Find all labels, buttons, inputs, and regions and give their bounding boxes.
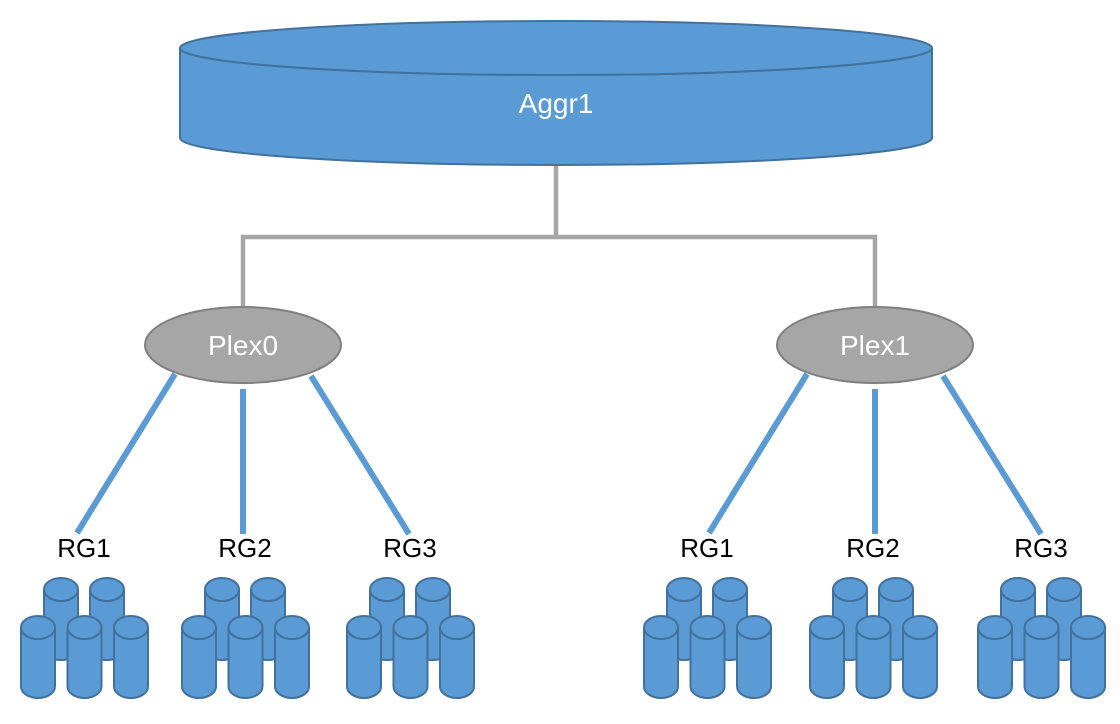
plex0-rg-connectors <box>74 372 412 536</box>
rg-label-plex1-rg3: RG3 <box>1014 533 1067 563</box>
plex0-ellipse <box>144 306 342 384</box>
connector-plex1-rg3 <box>940 374 1044 536</box>
rg-label-plex1-rg1: RG1 <box>680 533 733 563</box>
disk-group-plex1-rg3 <box>978 578 1105 698</box>
plex1-ellipse <box>776 306 974 384</box>
disk-group-plex0-rg3 <box>347 578 474 698</box>
plex1-label: Plex1 <box>840 330 910 361</box>
plex0-label: Plex0 <box>208 330 278 361</box>
aggr1-node: Aggr1 <box>179 20 933 166</box>
aggr1-label: Aggr1 <box>519 88 594 119</box>
disk-group-plex1-rg2 <box>810 578 937 698</box>
rg-label-plex1-rg2: RG2 <box>846 533 899 563</box>
plex1-rg-connectors <box>706 372 1044 536</box>
plex0-node: Plex0 <box>144 306 342 384</box>
rg-label-plex0-rg3: RG3 <box>383 533 436 563</box>
aggr1-cylinder-top <box>179 20 933 76</box>
connector-plex0-rg3 <box>308 374 412 536</box>
disk-group-plex1-rg1 <box>644 578 771 698</box>
disk-group-plex0-rg2 <box>182 578 309 698</box>
connector-plex1-rg1 <box>706 372 810 535</box>
rg-label-plex0-rg2: RG2 <box>218 533 271 563</box>
connector-plex0-rg1 <box>74 372 178 535</box>
disk-group-plex0-rg1 <box>21 578 148 698</box>
rg-label-plex0-rg1: RG1 <box>57 533 110 563</box>
plex1-node: Plex1 <box>776 306 974 384</box>
aggr-plex-connector <box>240 163 878 311</box>
